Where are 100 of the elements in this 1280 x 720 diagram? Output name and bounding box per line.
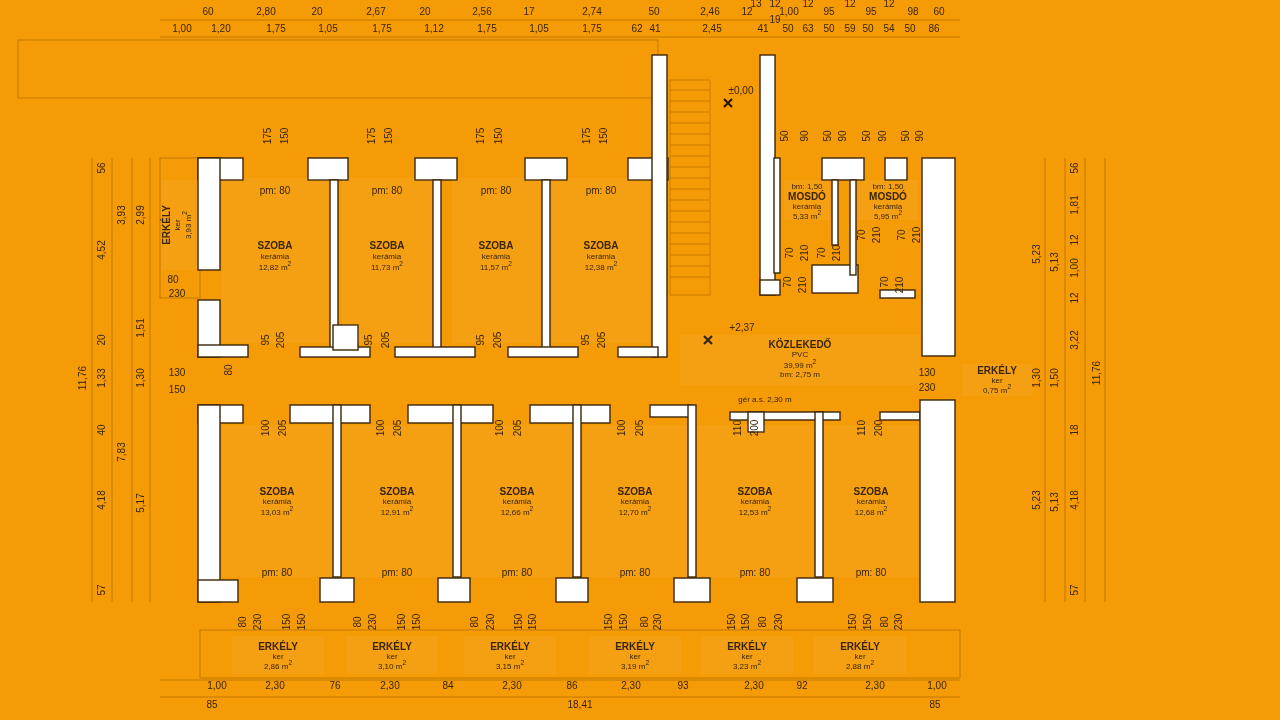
dimension-label: 80: [224, 364, 234, 376]
dimension-label: 95: [865, 7, 877, 17]
dimension-label: 85: [206, 700, 218, 710]
floor-material: ker: [740, 653, 754, 661]
sill-height-note: pm: 80: [500, 568, 534, 578]
dimension-label: 90: [878, 130, 888, 142]
floor-material: kerámia: [259, 253, 291, 261]
room-name: ERKÉLY: [976, 366, 1018, 376]
ceiling-height-note: bm: 2,75 m: [779, 371, 821, 379]
room-area: 11,73 m$^{2}$: [342, 261, 432, 272]
room-name: SZOBA: [378, 487, 416, 497]
dimension-label: 18,41: [567, 700, 593, 710]
dimension-label: 57: [1070, 584, 1080, 596]
dimension-label: 205: [393, 419, 403, 437]
dimension-label: 50: [823, 130, 833, 142]
floor-material: ker: [271, 653, 285, 661]
room-name: SZOBA: [258, 487, 296, 497]
dimension-label: 70: [817, 247, 827, 259]
dimension-label: 1,00: [207, 681, 227, 691]
floor-material: ker: [853, 653, 867, 661]
room-area: 12,70 m$^{2}$: [583, 506, 687, 517]
room-name: ERKÉLY: [257, 642, 299, 652]
dimension-label: 2,67: [366, 7, 386, 17]
dimension-label: 175: [582, 127, 592, 145]
dimension-label: 13: [750, 0, 762, 9]
dimension-label: 5,23: [1032, 490, 1042, 510]
dimension-label: 11,76: [78, 365, 88, 391]
dimension-label: 5,23: [1032, 244, 1042, 264]
room-area: 5,33 m$^{2}$: [784, 210, 830, 221]
dimension-label: 1,05: [529, 24, 549, 34]
dimension-label: 12: [802, 0, 814, 9]
floor-material: ker: [990, 377, 1004, 385]
dimension-label: 50: [648, 7, 660, 17]
dimension-label: 100: [495, 419, 505, 437]
room-area: 39,99 m$^{2}$: [680, 359, 920, 370]
floor-material: kerámia: [739, 498, 771, 506]
dimension-label: 4,18: [1070, 490, 1080, 510]
dimension-label: 41: [649, 24, 661, 34]
dimension-label: 84: [442, 681, 454, 691]
floor-material: ker: [174, 218, 182, 233]
dimension-label: 4,52: [97, 240, 107, 260]
dimension-label: 1,51: [136, 318, 146, 338]
sill-height-note: pm: 80: [380, 568, 414, 578]
dimension-label: 62: [631, 24, 643, 34]
dimension-label: 130: [918, 368, 936, 378]
dimension-label: 150: [168, 385, 186, 395]
dimension-label: 110: [857, 420, 867, 436]
dimension-label: 100: [261, 419, 271, 437]
room-name: KÖZLEKEDŐ: [767, 340, 833, 350]
dimension-label: 54: [883, 24, 895, 34]
dimension-label: 86: [566, 681, 578, 691]
ceiling-height-note: bm: 1,50: [872, 183, 905, 191]
dimension-label: 210: [798, 276, 808, 294]
dimension-label: 90: [915, 130, 925, 142]
room-name: SZOBA: [852, 487, 890, 497]
dimension-label: 205: [278, 419, 288, 437]
floor-material: ker: [628, 653, 642, 661]
dimension-label: 12: [844, 0, 856, 9]
dimension-label: 57: [97, 584, 107, 596]
dimension-label: 2,45: [702, 24, 722, 34]
room-area: 12,68 m$^{2}$: [824, 506, 918, 517]
room-area: 12,91 m$^{2}$: [342, 506, 452, 517]
dimension-label: 150: [494, 127, 504, 145]
room-area: 2,88 m$^{2}$: [814, 660, 906, 671]
dimension-label: 100: [617, 419, 627, 437]
dimension-label: 210: [912, 226, 922, 244]
dimension-label: 1,00: [172, 24, 192, 34]
dimension-label: 3,93: [117, 205, 127, 225]
room-name: ERKÉLY: [489, 642, 531, 652]
dimension-label: 1,00: [927, 681, 947, 691]
dimension-label: 5,17: [136, 493, 146, 513]
floor-material: ker: [503, 653, 517, 661]
floor-material: PVC: [790, 351, 810, 359]
room-name: SZOBA: [582, 241, 620, 251]
dimension-label: 90: [838, 130, 848, 142]
dimension-label: 205: [513, 419, 523, 437]
dimension-label: 2,74: [582, 7, 602, 17]
dimension-label: 12: [769, 0, 781, 9]
dimension-label: 95: [581, 334, 591, 346]
room-area: 3,15 m$^{2}$: [464, 660, 556, 671]
dimension-label: 210: [800, 244, 810, 262]
dimension-label: 86: [928, 24, 940, 34]
dimension-label: 12: [883, 0, 895, 9]
room-name: ERKÉLY: [162, 204, 172, 247]
dimension-label: 60: [933, 7, 945, 17]
dimension-label: 59: [844, 24, 856, 34]
room-area: 12,38 m$^{2}$: [552, 261, 650, 272]
dimension-label: 175: [476, 127, 486, 145]
dimension-label: 20: [311, 7, 323, 17]
dimension-label: 1,00: [779, 7, 799, 17]
dimension-label: 11,76: [1092, 360, 1102, 386]
dimension-label: 19: [769, 15, 781, 25]
dimension-label: 20: [97, 334, 107, 346]
dimension-label: 2,46: [700, 7, 720, 17]
room-area: 3,19 m$^{2}$: [589, 660, 681, 671]
dimension-label: 70: [783, 276, 793, 288]
room-floor: [858, 180, 918, 220]
dimension-label: 92: [796, 681, 808, 691]
room-name: SZOBA: [256, 241, 294, 251]
dimension-label: 12: [741, 7, 753, 17]
